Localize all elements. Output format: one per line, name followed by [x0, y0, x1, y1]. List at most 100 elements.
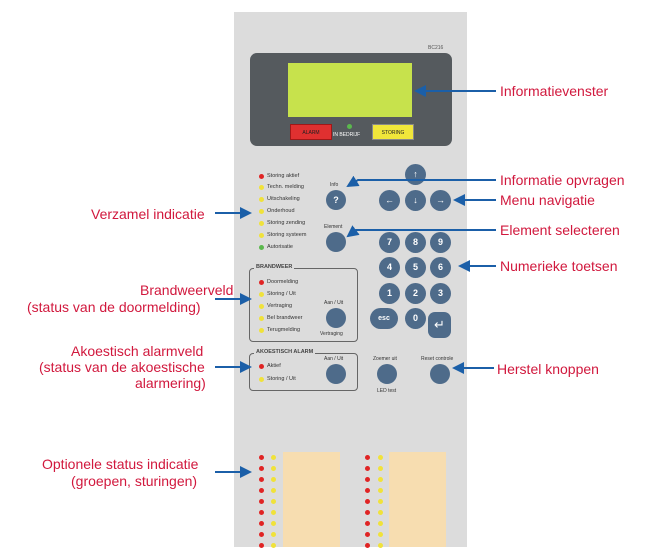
- key-0[interactable]: 0: [405, 308, 426, 329]
- brandweer-label: Bel brandweer: [267, 315, 303, 321]
- optional-status-led: [271, 488, 276, 493]
- enter-button[interactable]: ↵: [428, 312, 451, 338]
- led-test-label: LED test: [377, 388, 397, 394]
- lcd-display: [288, 63, 412, 117]
- optional-status-led: [365, 543, 370, 548]
- key-5[interactable]: 5: [405, 257, 426, 278]
- optional-label-strip: [389, 452, 446, 547]
- optional-status-led: [378, 521, 383, 526]
- optional-status-led: [259, 488, 264, 493]
- optional-status-led: [365, 521, 370, 526]
- arrow-element-selecteren: [346, 225, 496, 238]
- annotation-brandweerveld-sub: (status van de doormelding): [27, 299, 201, 315]
- alarm-indicator: ALARM: [290, 124, 332, 140]
- indicator-label: Storing aktief: [267, 173, 300, 179]
- annotation-numerieke-toetsen: Numerieke toetsen: [500, 258, 618, 274]
- optional-status-led: [271, 466, 276, 471]
- annotation-akoestisch-sub2: alarmering): [135, 375, 206, 391]
- annotation-menu-navigatie: Menu navigatie: [500, 192, 595, 208]
- akoestisch-led: [259, 377, 264, 382]
- element-button[interactable]: [326, 232, 346, 252]
- akoestisch-led: [259, 364, 264, 369]
- indicator-led: [259, 245, 264, 250]
- indicator-label: Storing zending: [267, 220, 306, 226]
- storing-indicator: STORING: [372, 124, 414, 140]
- optional-status-led: [378, 477, 383, 482]
- optional-status-led: [378, 532, 383, 537]
- indicator-led: [259, 174, 264, 179]
- optional-status-led: [259, 510, 264, 515]
- zoemer-uit-button[interactable]: [377, 364, 397, 384]
- optional-status-led: [378, 455, 383, 460]
- indicator-label: Storing systeem: [267, 232, 307, 238]
- brandweer-label: Vertraging: [267, 303, 293, 309]
- key-8[interactable]: 8: [405, 232, 426, 253]
- optional-status-led: [378, 488, 383, 493]
- reset-button[interactable]: [430, 364, 450, 384]
- info-button[interactable]: ?: [326, 190, 346, 210]
- annotation-optionele-sub: (groepen, sturingen): [71, 473, 198, 489]
- optional-status-led: [259, 532, 264, 537]
- optional-status-led: [259, 543, 264, 548]
- annotation-informatievenster: Informatievenster: [500, 83, 609, 99]
- key-2[interactable]: 2: [405, 283, 426, 304]
- in-bedrijf-label: IN BEDRIJF: [333, 132, 361, 138]
- brandweer-title: BRANDWEER: [254, 264, 295, 270]
- annotation-informatie-opvragen: Informatie opvragen: [500, 172, 625, 188]
- info-label: Info: [330, 182, 339, 188]
- annotation-akoestisch-sub: (status van de akoestische: [39, 359, 205, 375]
- optional-status-led: [365, 499, 370, 504]
- annotation-akoestisch: Akoestisch alarmveld: [71, 343, 204, 359]
- annotation-herstel: Herstel knoppen: [497, 361, 599, 377]
- brandweer-label: Storing / Uit: [267, 291, 296, 297]
- brandweer-box: [249, 268, 358, 342]
- optional-status-led: [365, 477, 370, 482]
- annotation-element-selecteren: Element selecteren: [500, 222, 620, 238]
- optional-status-led: [378, 543, 383, 548]
- in-bedrijf-led: [347, 124, 352, 129]
- brandweer-label: Terugmelding: [267, 327, 301, 333]
- optional-status-led: [378, 510, 383, 515]
- nav-right-button[interactable]: →: [430, 190, 451, 211]
- vertraging-label: Vertraging: [320, 331, 343, 337]
- optional-status-led: [378, 466, 383, 471]
- brandweer-label: Doormelding: [267, 279, 299, 285]
- brandweer-led: [259, 292, 264, 297]
- indicator-label: Autorisatie: [267, 244, 293, 250]
- key-6[interactable]: 6: [430, 257, 451, 278]
- optional-status-led: [259, 466, 264, 471]
- indicator-led: [259, 233, 264, 238]
- optional-status-led: [365, 488, 370, 493]
- aan-uit-label: Aan / Uit: [324, 300, 344, 306]
- arrow-informatie-opvragen: [346, 175, 496, 188]
- optional-status-led: [271, 455, 276, 460]
- key-9[interactable]: 9: [430, 232, 451, 253]
- optional-label-strip: [283, 452, 340, 547]
- indicator-led: [259, 197, 264, 202]
- optional-status-led: [271, 510, 276, 515]
- key-1[interactable]: 1: [379, 283, 400, 304]
- akoestisch-aan-uit-button[interactable]: [326, 364, 346, 384]
- annotation-optionele: Optionele status indicatie: [42, 456, 199, 472]
- indicator-label: Uitschakeling: [267, 196, 300, 202]
- annotation-brandweerveld: Brandweerveld: [140, 282, 234, 298]
- key-7[interactable]: 7: [379, 232, 400, 253]
- esc-button[interactable]: esc: [370, 308, 398, 329]
- nav-down-button[interactable]: ↓: [405, 190, 426, 211]
- annotation-verzamel-indicatie: Verzamel indicatie: [91, 206, 205, 222]
- indicator-label: Onderhoud: [267, 208, 295, 214]
- optional-status-led: [259, 477, 264, 482]
- akoestisch-label: Aktief: [267, 363, 281, 369]
- indicator-led: [259, 209, 264, 214]
- key-4[interactable]: 4: [379, 257, 400, 278]
- brandweer-aan-uit-button[interactable]: [326, 308, 346, 328]
- optional-status-led: [271, 521, 276, 526]
- key-3[interactable]: 3: [430, 283, 451, 304]
- optional-status-led: [365, 532, 370, 537]
- brandweer-led: [259, 304, 264, 309]
- model-number: BC216: [428, 45, 444, 51]
- nav-left-button[interactable]: ←: [379, 190, 400, 211]
- indicator-led: [259, 185, 264, 190]
- akoestisch-title: AKOESTISCH ALARM: [254, 349, 316, 355]
